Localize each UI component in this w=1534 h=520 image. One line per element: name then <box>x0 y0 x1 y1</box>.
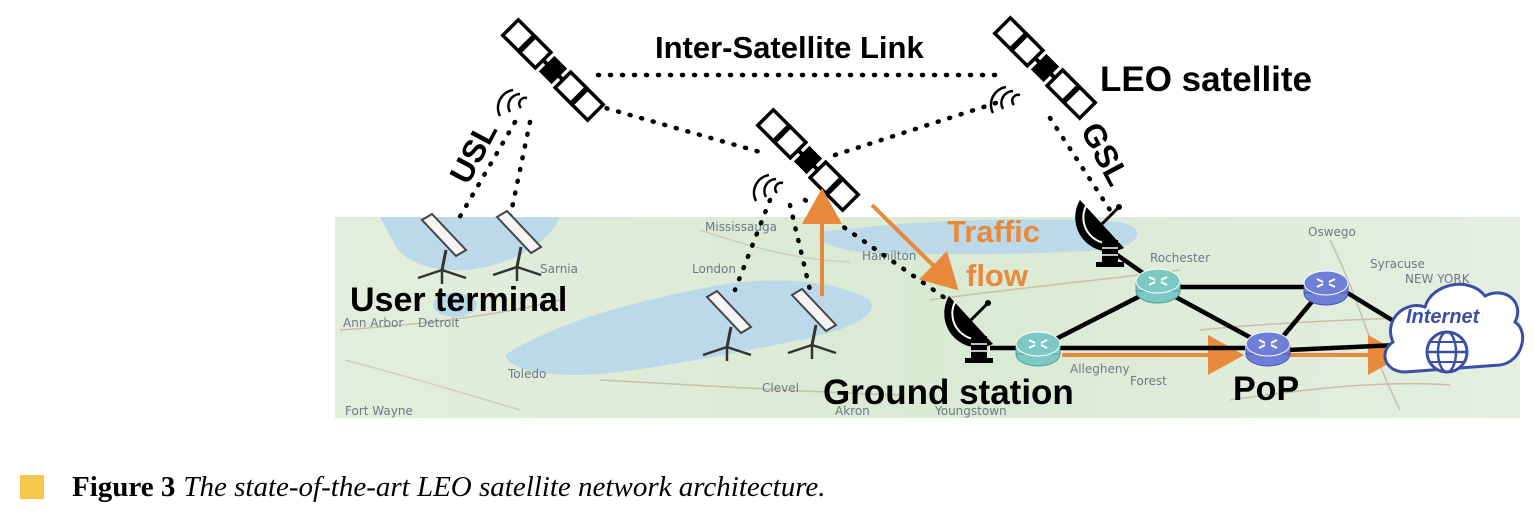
router-blue-upper <box>1303 270 1349 306</box>
internet-cloud-icon: Internet <box>1383 282 1525 374</box>
satellite-right <box>995 18 1095 118</box>
router-teal-lower <box>1015 331 1061 367</box>
traffic-arrows <box>802 188 1404 375</box>
map-label-forest: Forest <box>1130 374 1167 388</box>
map-label-youngstown: Youngstown <box>934 404 1007 418</box>
leo-satellite-label: LEO satellite <box>1100 60 1312 99</box>
pop-label: PoP <box>1233 370 1299 408</box>
caption-figure-number: Figure 3 <box>72 470 176 503</box>
inter-satellite-links <box>592 72 1008 158</box>
map-label-akron: Akron <box>835 404 870 418</box>
map-label-allegheny: Allegheny <box>1070 362 1130 376</box>
internet-label: Internet <box>1406 306 1481 328</box>
map-label-toledo: Toledo <box>507 367 546 381</box>
map-label-oswego: Oswego <box>1308 225 1356 239</box>
figure-caption: Figure 3 The state-of-the-art LEO satell… <box>20 464 826 510</box>
map-label-new-york: NEW YORK <box>1405 272 1471 286</box>
ground-station-label: Ground station <box>823 373 1074 412</box>
map-label-cleveland: Clevel <box>762 381 799 395</box>
map-label-mississauga: Mississauga <box>705 220 777 234</box>
map-label-fort-wayne: Fort Wayne <box>345 404 413 418</box>
map-background: Mississauga Hamilton London Sarnia Ann A… <box>335 217 1520 418</box>
caption-text: The state-of-the-art LEO satellite netwo… <box>183 470 826 503</box>
terrestrial-links <box>990 248 1402 353</box>
map-label-ann-arbor: Ann Arbor <box>343 316 403 330</box>
caption-marker <box>20 475 44 499</box>
user-terminal-label: User terminal <box>350 281 567 319</box>
map-label-syracuse: Syracuse <box>1370 257 1425 271</box>
traffic-flow-label-line2: flow <box>966 258 1029 293</box>
signal-icons <box>496 85 1021 202</box>
router-teal-upper <box>1135 268 1181 304</box>
isl-label: Inter-Satellite Link <box>655 30 924 65</box>
map-label-rochester: Rochester <box>1150 251 1210 265</box>
map-label-sarnia: Sarnia <box>540 262 578 276</box>
satellite-left <box>503 20 603 120</box>
map-label-detroit: Detroit <box>418 316 460 330</box>
satellite-middle <box>758 110 858 210</box>
traffic-flow-label-line1: Traffic <box>947 214 1040 249</box>
map-label-london: London <box>692 262 736 276</box>
router-pop <box>1245 331 1291 367</box>
usl-links <box>455 119 813 293</box>
gsl-label: GSL <box>1074 116 1137 191</box>
map-label-hamilton: Hamilton <box>862 249 916 263</box>
